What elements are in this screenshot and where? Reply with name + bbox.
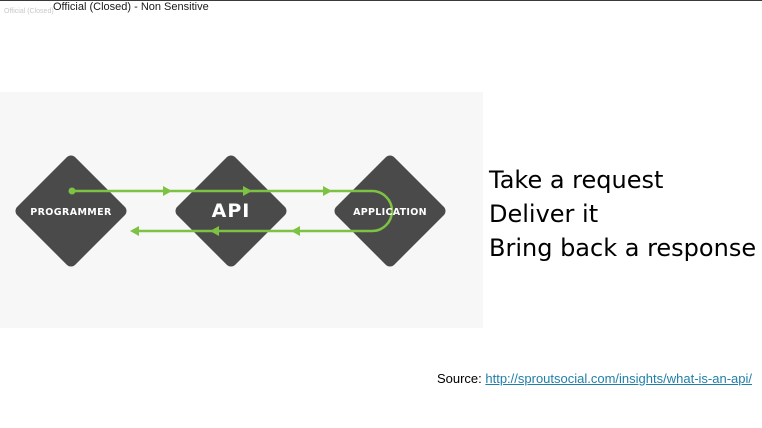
request-arrowhead-2: [243, 186, 252, 196]
programmer-node: [15, 155, 127, 267]
source-citation: Source: http://sproutsocial.com/insights…: [412, 370, 752, 388]
step-response: Bring back a response: [489, 234, 757, 262]
request-arrowhead-1: [163, 186, 172, 196]
api-node: [175, 155, 287, 267]
api-flow-diagram: PROGRAMMER API APPLICATION: [15, 155, 446, 267]
programmer-label: PROGRAMMER: [30, 207, 112, 218]
turnaround-curve: [371, 189, 394, 233]
response-arrowhead-1: [291, 226, 300, 236]
request-arrowhead-3: [323, 186, 332, 196]
application-node: [334, 155, 446, 267]
step-request: Take a request: [489, 166, 664, 194]
source-label: Source:: [436, 371, 486, 386]
request-start-dot: [68, 187, 76, 195]
step-deliver: Deliver it: [489, 200, 599, 228]
api-steps-list: Take a request Deliver it Bring back a r…: [489, 163, 756, 265]
api-label: API: [212, 200, 251, 222]
response-arrowhead-3: [130, 226, 139, 236]
top-border: [0, 0, 762, 1]
api-diagram: PROGRAMMER API APPLICATION: [0, 92, 483, 328]
source-link[interactable]: http://sproutsocial.com/insights/what-is…: [485, 371, 752, 386]
response-arrowhead-2: [210, 226, 219, 236]
classification-label-faint: Official (Closed): [4, 8, 54, 15]
application-label: APPLICATION: [353, 207, 427, 218]
classification-label: Official (Closed) - Non Sensitive: [53, 1, 209, 13]
